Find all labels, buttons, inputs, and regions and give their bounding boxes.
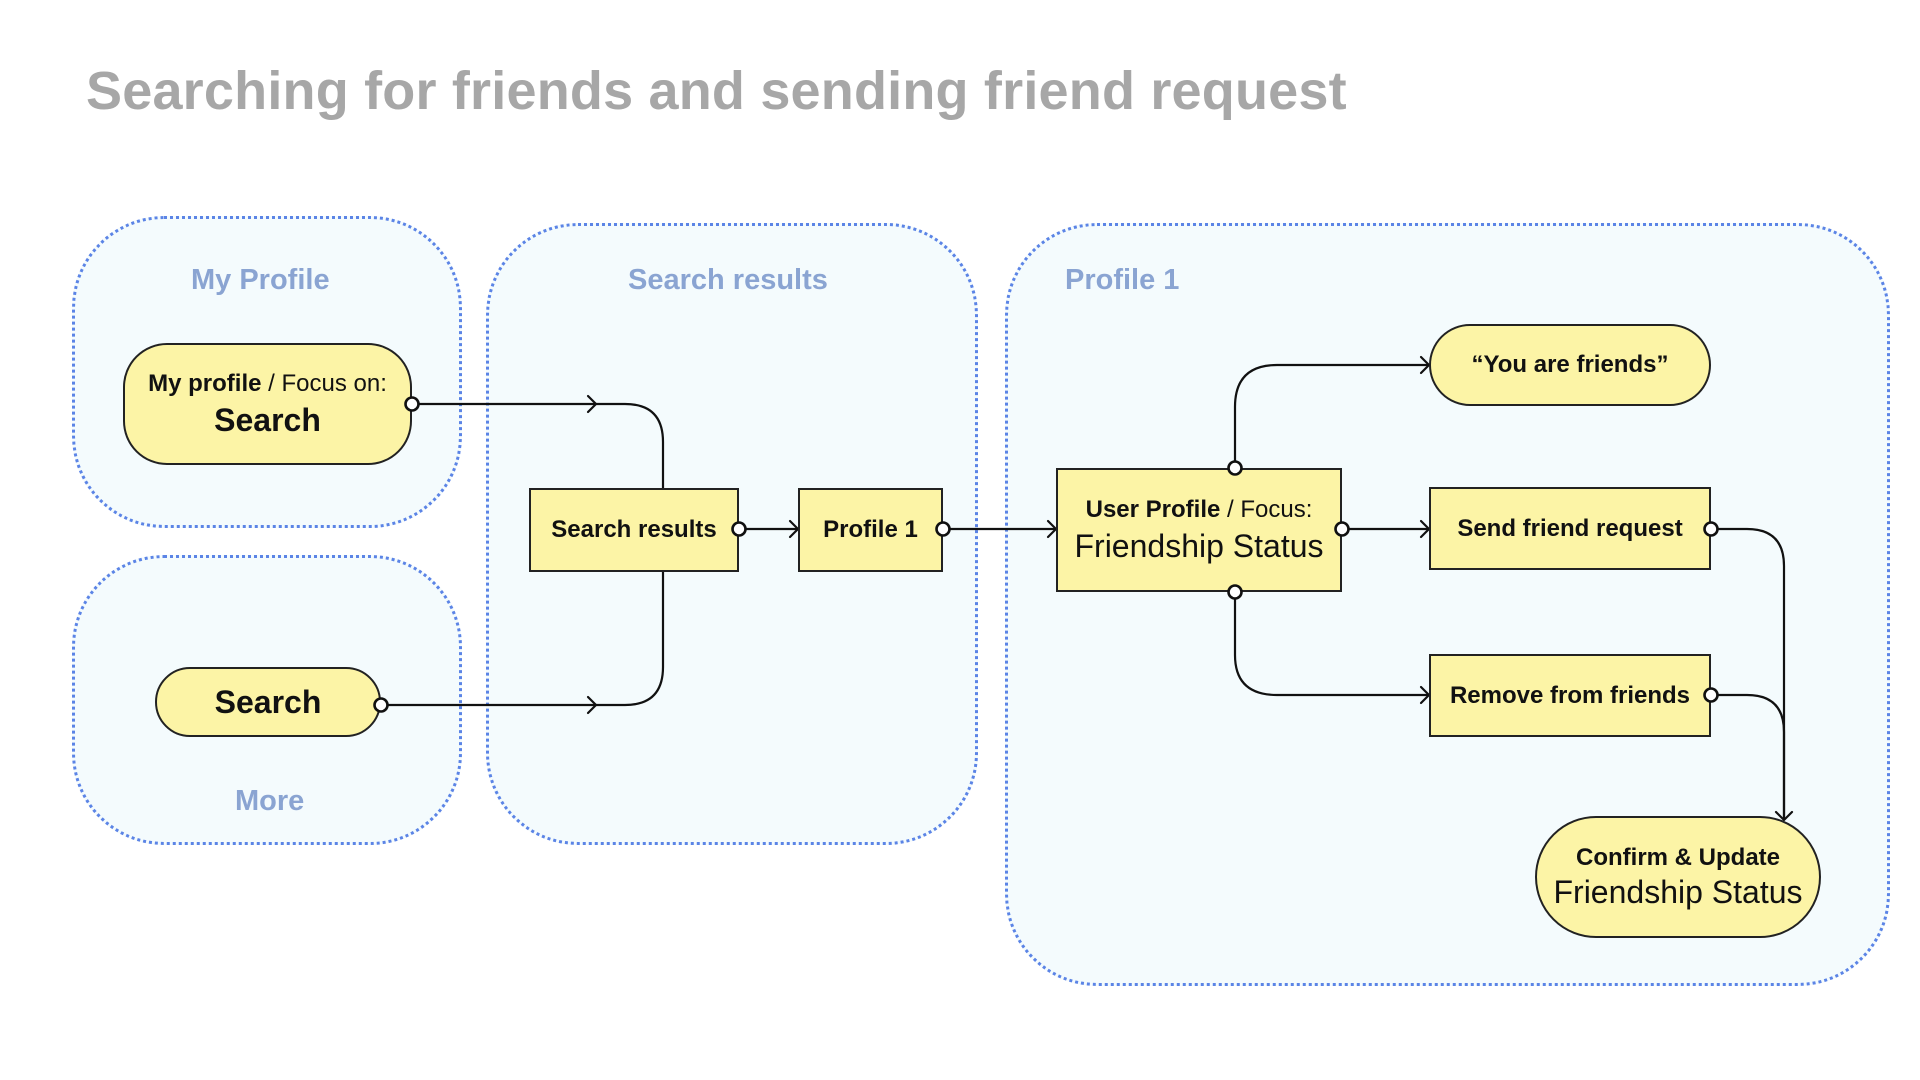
node-user-profile-main: Friendship Status [1074, 527, 1324, 564]
zone-label-my-profile: My Profile [191, 264, 330, 296]
port-user-profile-top [1227, 460, 1243, 476]
zone-label-more: More [235, 785, 305, 817]
port-search-results-out [731, 521, 747, 537]
node-remove-from-friends[interactable]: Remove from friends [1429, 654, 1711, 737]
node-confirm-update-line2: Friendship Status [1553, 873, 1803, 910]
connector-user-profile-to-remove-friends [1233, 592, 1429, 697]
page-title: Searching for friends and sending friend… [86, 61, 1347, 121]
node-user-profile-bold: User Profile [1085, 495, 1221, 523]
port-my-profile-out [404, 396, 420, 412]
node-profile-1-label: Profile 1 [823, 516, 918, 543]
connector-more-search-to-search-results [381, 572, 665, 707]
zone-label-search-results: Search results [628, 264, 828, 296]
port-user-profile-bottom [1227, 584, 1243, 600]
node-my-profile-search-main: Search [214, 401, 321, 438]
node-confirm-update[interactable]: Confirm & Update Friendship Status [1535, 816, 1821, 938]
arrowhead-2 [586, 695, 598, 715]
port-user-profile-right [1334, 521, 1350, 537]
port-more-search-out [373, 697, 389, 713]
connector-remove-friends-to-confirm [1711, 693, 1786, 820]
zone-label-profile-1: Profile 1 [1065, 264, 1180, 296]
node-remove-from-friends-label: Remove from friends [1449, 681, 1691, 709]
node-user-profile[interactable]: User Profile / Focus: Friendship Status [1056, 468, 1342, 592]
node-confirm-update-line1: Confirm & Update [1576, 843, 1780, 871]
node-more-search-label: Search [214, 683, 322, 720]
node-search-results-label: Search results [551, 516, 717, 543]
node-my-profile-search[interactable]: My profile / Focus on: Search [123, 343, 412, 465]
node-you-are-friends[interactable]: “You are friends” [1429, 324, 1711, 406]
node-my-profile-search-rest: / Focus on: [261, 369, 387, 397]
port-remove-friends-out [1703, 687, 1719, 703]
node-profile-1[interactable]: Profile 1 [798, 488, 943, 572]
connector-my-profile-to-search-results [412, 402, 665, 488]
node-send-friend-request-label: Send friend request [1457, 514, 1683, 542]
node-more-search[interactable]: Search [155, 667, 381, 737]
port-send-request-out [1703, 521, 1719, 537]
node-my-profile-search-bold: My profile [148, 369, 262, 397]
arrowhead-1 [586, 394, 598, 414]
node-user-profile-rest: / Focus: [1220, 495, 1313, 523]
node-you-are-friends-label: “You are friends” [1471, 351, 1669, 378]
node-search-results[interactable]: Search results [529, 488, 739, 572]
connector-send-request-to-confirm [1711, 527, 1786, 820]
node-send-friend-request[interactable]: Send friend request [1429, 487, 1711, 570]
connector-user-profile-to-you-are-friends [1233, 363, 1429, 468]
port-profile-1-out [935, 521, 951, 537]
